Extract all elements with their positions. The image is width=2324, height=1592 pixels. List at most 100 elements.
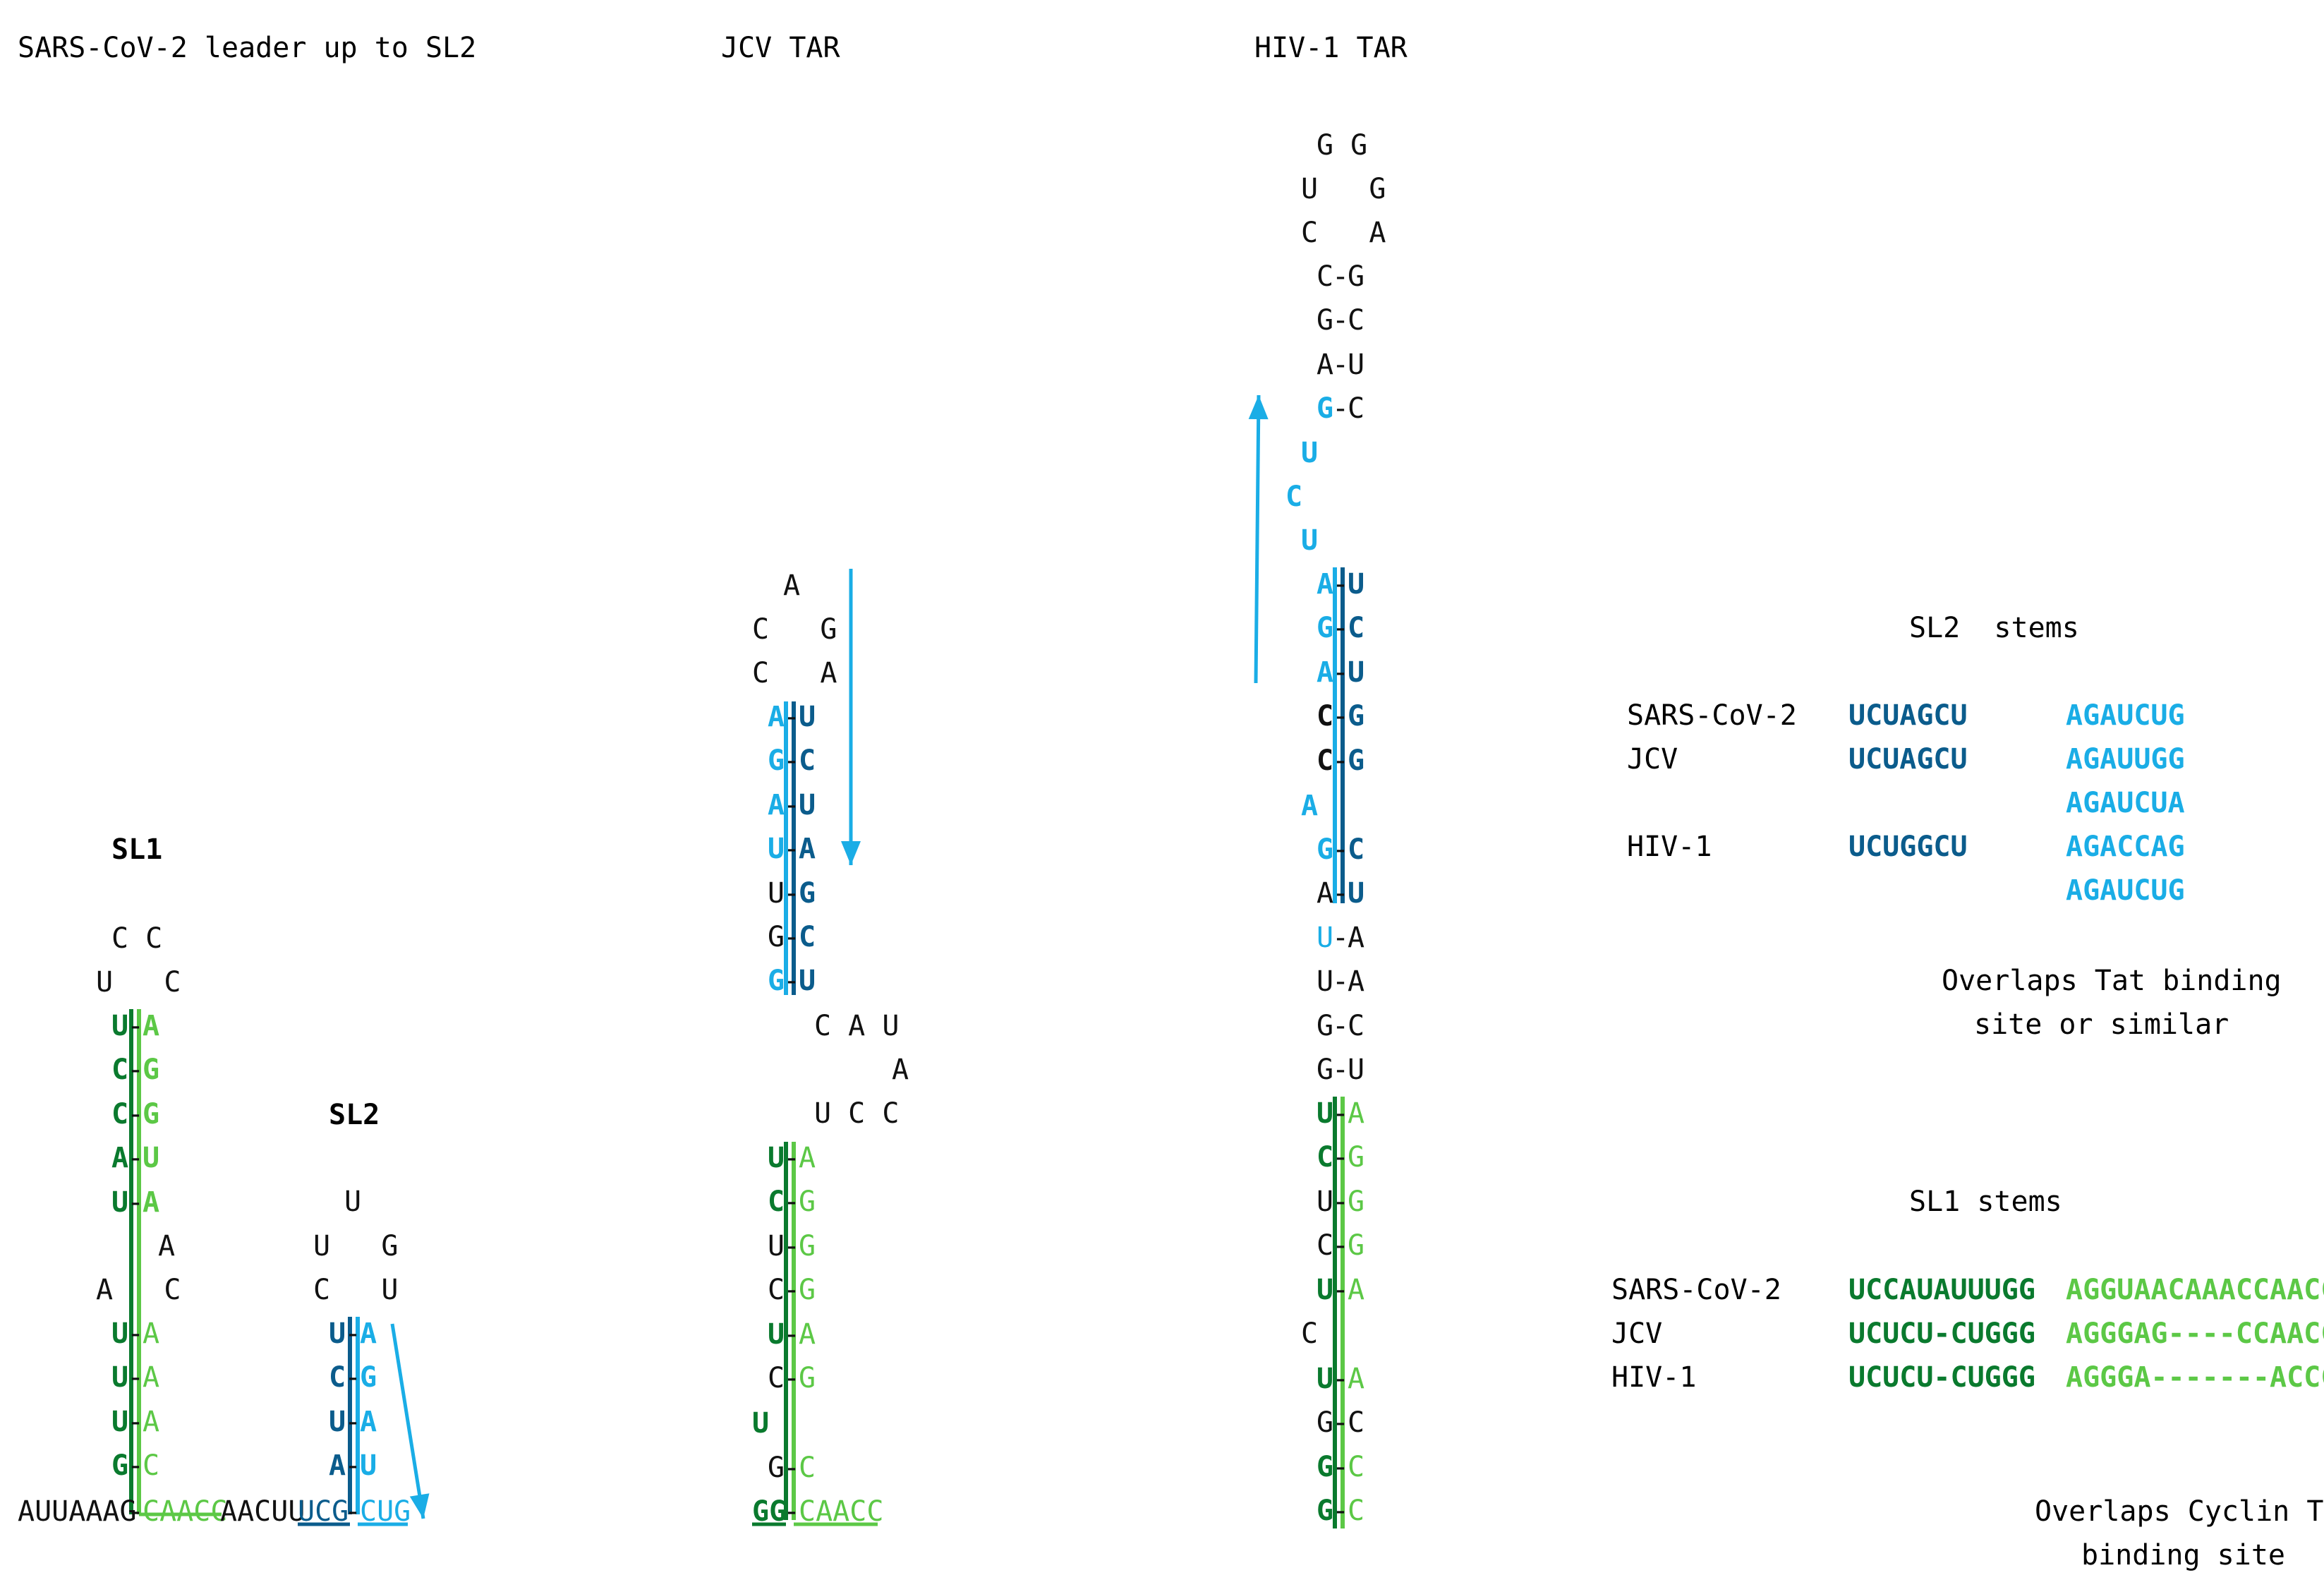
base-left: G	[1317, 1495, 1334, 1528]
baseline-seq: AACUU	[220, 1495, 305, 1528]
base-left: U	[768, 1142, 785, 1174]
loop-text: C A	[1301, 217, 1386, 249]
base-right: C	[1348, 392, 1365, 426]
pair-dash: -	[1332, 965, 1350, 999]
base-right: U	[143, 1142, 160, 1175]
base-right: A	[1348, 921, 1365, 954]
cyclin-note-line1: Overlaps Cyclin T₁	[2035, 1495, 2324, 1528]
pair-dash: -	[783, 701, 801, 733]
pair-dash: -	[344, 1361, 362, 1394]
base-right: G	[143, 1054, 160, 1087]
pair-dash: -	[783, 833, 801, 866]
baseline-seq: UCG	[298, 1495, 349, 1528]
base-left: G	[1317, 1009, 1334, 1042]
sl2-row-right: AGAUCUG	[2066, 699, 2185, 732]
sl2-stems-header: SL2 stems	[1909, 612, 2079, 644]
sl1-row-name: SARS-CoV-2	[1611, 1274, 1781, 1306]
bulge-text: U C C	[814, 1097, 900, 1130]
pair-dash: -	[783, 744, 801, 778]
pair-dash: -	[1332, 348, 1350, 381]
base-left: G	[1317, 612, 1334, 645]
base-right: C	[1348, 833, 1365, 866]
base-right: G	[799, 1186, 816, 1219]
unpaired-base: C	[1301, 1317, 1319, 1350]
base-right: A	[1348, 1097, 1365, 1130]
base-left: U	[111, 1405, 129, 1438]
sl2-row-right: AGAUUGG	[2066, 743, 2185, 776]
baseline-seq: CAACC	[143, 1495, 228, 1528]
pair-dash: -	[1332, 1450, 1350, 1483]
loop-text: C C	[111, 922, 163, 955]
pair-dash: -	[1332, 568, 1350, 601]
base-left: U	[111, 1186, 129, 1219]
base-right: A	[143, 1405, 160, 1438]
base-left: U	[111, 1317, 129, 1350]
sl2-arrow-head	[409, 1493, 430, 1519]
base-right: U	[1348, 348, 1365, 381]
pair-dash: -	[783, 921, 801, 953]
sl1-row-left: UCUCU-CUGGG	[1848, 1317, 2035, 1350]
base-left: A	[1317, 877, 1334, 910]
pair-dash: -	[1332, 833, 1350, 866]
sl2-row-left: UCUGGCU	[1848, 831, 1968, 863]
pair-dash: -	[783, 1362, 801, 1394]
base-left: A	[1317, 568, 1334, 601]
base-left: U	[111, 1010, 129, 1042]
pair-dash: -	[783, 1186, 801, 1219]
base-left: U	[329, 1405, 346, 1438]
pair-dash: -	[1332, 304, 1350, 337]
unpaired-base: A	[1301, 790, 1319, 822]
base-left: A	[768, 788, 785, 821]
base-right: A	[143, 1010, 160, 1042]
sl2-row-name: SARS-CoV-2	[1627, 699, 1797, 732]
base-left: A	[1317, 656, 1334, 689]
cyclin-note-line2: binding site	[2081, 1539, 2285, 1572]
base-right: U	[360, 1449, 377, 1483]
loop-text: U G	[313, 1230, 399, 1262]
pair-dash: -	[783, 1274, 801, 1307]
base-left: A	[768, 701, 785, 733]
base-left: G	[1317, 1450, 1334, 1483]
pair-dash: -	[127, 1186, 145, 1219]
pair-dash: -	[127, 1142, 145, 1175]
pair-dash: -	[1332, 1406, 1350, 1440]
base-right: C	[1348, 1495, 1365, 1528]
pair-dash: -	[127, 1495, 145, 1528]
label-sl2: SL2	[329, 1099, 380, 1131]
base-right: C	[1348, 1009, 1365, 1042]
sl1-row-left: UCCAUAUUUGG	[1848, 1274, 2035, 1306]
pair-dash: -	[1332, 656, 1350, 689]
base-left: C	[768, 1274, 785, 1307]
base-left: U	[768, 1317, 785, 1351]
base-left: U	[111, 1361, 129, 1394]
base-right: A	[360, 1317, 377, 1350]
base-right: U	[1348, 656, 1365, 689]
base-right: C	[799, 921, 816, 953]
sl2-arrow	[390, 1323, 425, 1519]
base-right: C	[1348, 1450, 1365, 1483]
pair-dash: -	[1332, 1363, 1350, 1395]
sl1-stems-header: SL1 stems	[1909, 1186, 2062, 1218]
base-right: G	[799, 1229, 816, 1262]
base-left: U	[1317, 1185, 1334, 1218]
loop-text: U	[344, 1186, 362, 1218]
base-left: C	[111, 1054, 129, 1087]
sl2-row-right: AGAUCUA	[2066, 787, 2185, 819]
base-right: U	[799, 788, 816, 821]
base-right: C	[1348, 612, 1365, 645]
tat-note-line2: site or similar	[1974, 1008, 2229, 1041]
bulge-text: A	[892, 1054, 909, 1086]
base-left: G	[768, 921, 785, 953]
base-right: G	[1348, 1229, 1365, 1262]
base-right: G	[1348, 1185, 1365, 1218]
base-right: G	[1348, 1141, 1365, 1174]
base-left: C	[1317, 1141, 1334, 1174]
base-left: G	[1317, 304, 1334, 337]
sl2-row-name: HIV-1	[1627, 831, 1712, 863]
title-hiv: HIV-1 TAR	[1254, 32, 1408, 64]
baseline-seq: GG	[752, 1495, 787, 1528]
pair-dash: -	[127, 1449, 145, 1483]
base-right: U	[1348, 877, 1365, 910]
pair-dash: -	[127, 1317, 145, 1350]
base-right: U	[799, 965, 816, 998]
